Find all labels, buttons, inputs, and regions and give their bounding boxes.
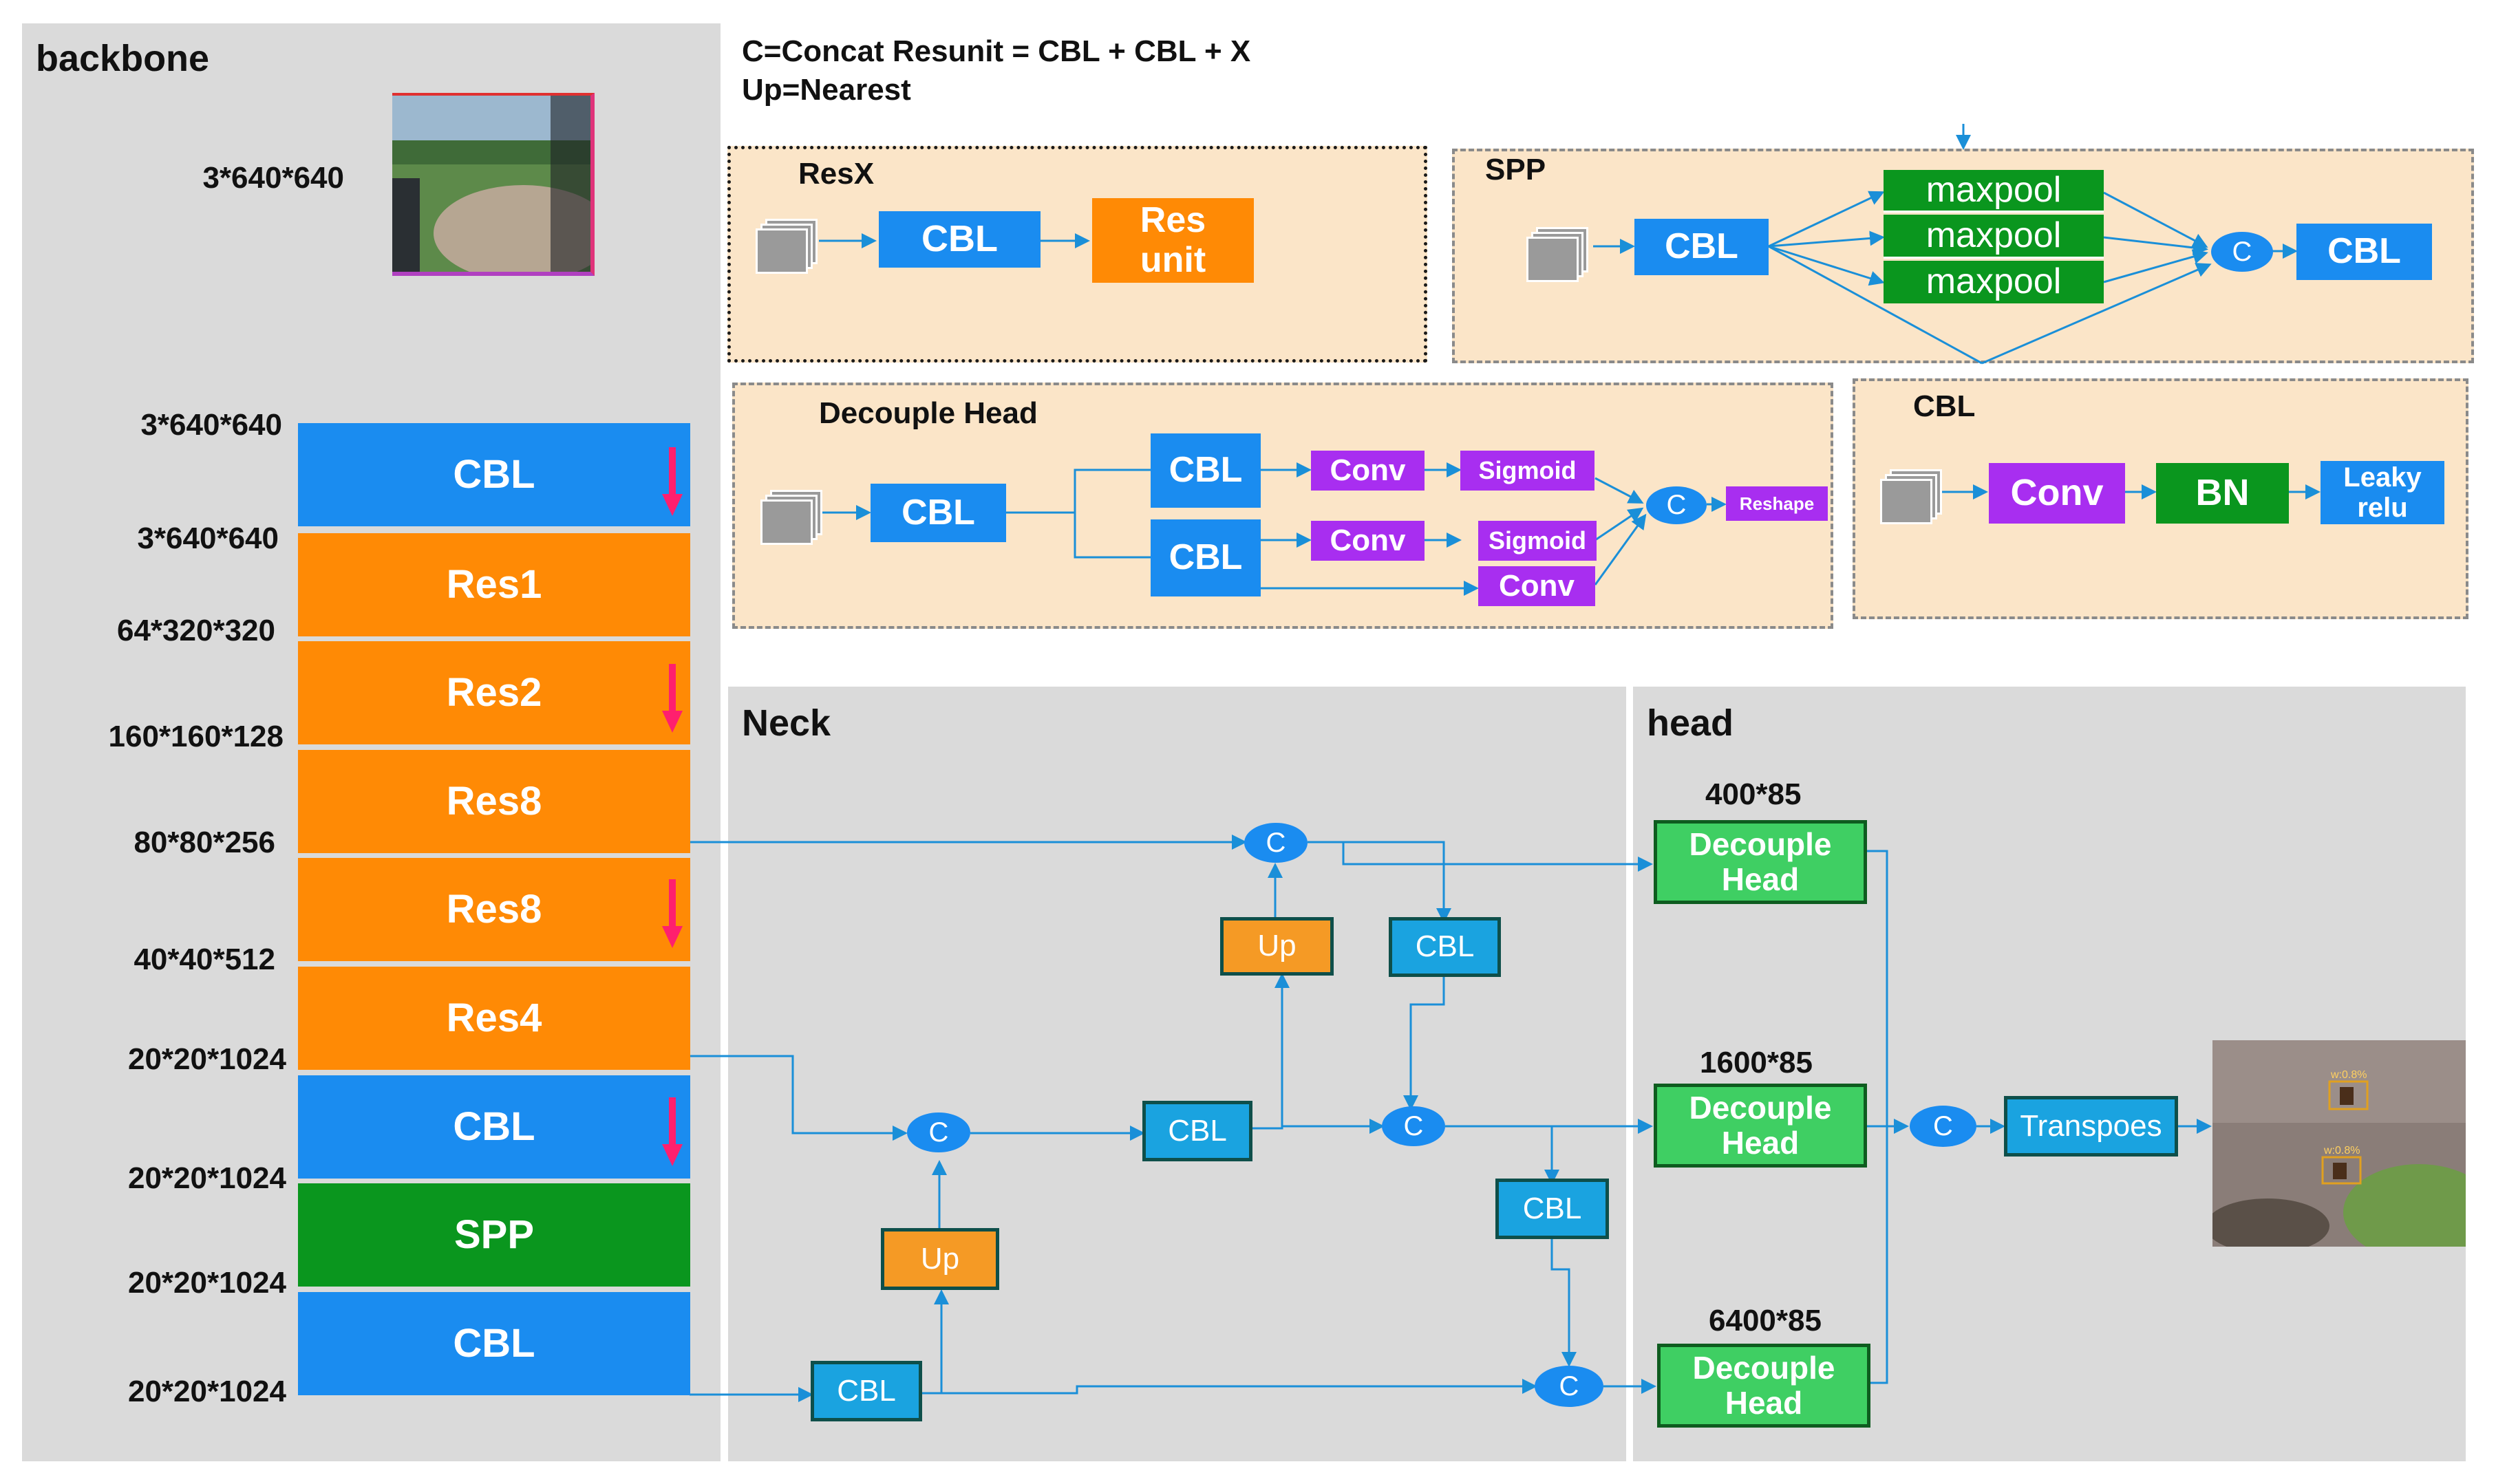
legend-line-2: Up=Nearest: [742, 73, 911, 107]
spp-title: SPP: [1485, 153, 1546, 186]
decouple-sigmoid-b: Sigmoid: [1478, 521, 1597, 561]
backbone-cbl-1: CBL: [298, 423, 690, 526]
output-photo-graphic: [2212, 1040, 2466, 1247]
neck-cbl-bottom: CBL: [811, 1361, 922, 1421]
cbl-def-conv: Conv: [1989, 463, 2125, 524]
transpose-block: Transpoes: [2004, 1096, 2178, 1157]
decouple-conv-b: Conv: [1311, 521, 1425, 561]
decouple-reshape: Reshape: [1726, 486, 1828, 521]
backbone-res8-a: Res8: [298, 750, 690, 853]
neck-cbl-top: CBL: [1389, 917, 1501, 977]
backbone-res4: Res4: [298, 967, 690, 1070]
input-photo-graphic: [392, 96, 590, 272]
head-dim-2: 1600*85: [1700, 1046, 1813, 1079]
decouple-conv-a: Conv: [1311, 451, 1425, 491]
downsample-arrow-icon: [662, 879, 683, 948]
resx-resunit: Res unit: [1092, 198, 1254, 283]
detection-label: w:0.8%: [2324, 1145, 2360, 1157]
dim-label: 40*40*512: [134, 943, 275, 976]
backbone-spp: SPP: [298, 1183, 690, 1287]
dim-label: 3*640*640: [140, 408, 282, 442]
feature-stack-icon: [760, 490, 822, 545]
detection-label: w:0.8%: [2331, 1069, 2367, 1081]
spp-maxpool-3: maxpool: [1884, 261, 2104, 303]
decouple-conv-c: Conv: [1478, 566, 1595, 606]
neck-upsample-top: Up: [1220, 917, 1334, 976]
head-dim-3: 6400*85: [1709, 1304, 1822, 1337]
spp-concat-node: C: [2211, 232, 2273, 272]
neck-cbl-right: CBL: [1495, 1179, 1609, 1239]
downsample-arrow-icon: [662, 1097, 683, 1166]
head-concat-node: C: [1910, 1106, 1976, 1147]
decouple-cbl-a: CBL: [1151, 433, 1261, 508]
decouple-cbl-b: CBL: [1151, 519, 1261, 596]
backbone-title: backbone: [36, 38, 210, 79]
output-detection-image: w:0.8% w:0.8%: [2212, 1040, 2466, 1247]
neck-concat-bottom: C: [1535, 1366, 1603, 1407]
downsample-arrow-icon: [662, 664, 683, 733]
backbone-res2: Res2: [298, 641, 690, 744]
dim-label: 160*160*128: [108, 720, 284, 753]
neck-concat-top: C: [1244, 823, 1308, 863]
spp-maxpool-2: maxpool: [1884, 215, 2104, 259]
decouple-head-3: Decouple Head: [1657, 1344, 1870, 1428]
backbone-cbl-3: CBL: [298, 1292, 690, 1395]
neck-title: Neck: [742, 702, 831, 744]
dim-label: 20*20*1024: [127, 1375, 286, 1408]
neck-concat-mid-right: C: [1382, 1106, 1445, 1146]
cbl-def-bn: BN: [2156, 463, 2289, 524]
neck-upsample-bottom: Up: [881, 1228, 999, 1290]
spp-cbl-out: CBL: [2296, 224, 2432, 280]
head-title: head: [1647, 702, 1734, 744]
decouple-head-1: Decouple Head: [1654, 820, 1867, 904]
dim-label: 80*80*256: [134, 826, 275, 859]
backbone-cbl-2: CBL: [298, 1075, 690, 1179]
feature-stack-icon: [1526, 227, 1588, 282]
decouple-head-title: Decouple Head: [819, 396, 1038, 430]
head-dim-1: 400*85: [1705, 777, 1802, 811]
cbl-def-leaky-relu: Leaky relu: [2321, 461, 2444, 524]
cbl-definition-title: CBL: [1913, 389, 1976, 423]
backbone-res1: Res1: [298, 533, 690, 636]
backbone-res8-b: Res8: [298, 858, 690, 961]
input-dim: 3*640*640: [202, 161, 344, 195]
dim-label: 20*20*1024: [127, 1266, 286, 1300]
resx-cbl: CBL: [879, 211, 1041, 268]
legend-line-1: C=Concat Resunit = CBL + CBL + X: [742, 34, 1251, 68]
neck-concat-mid-left: C: [907, 1112, 970, 1152]
spp-maxpool-1: maxpool: [1884, 170, 2104, 213]
decouple-head-2: Decouple Head: [1654, 1084, 1867, 1168]
downsample-arrow-icon: [662, 447, 683, 516]
decouple-cbl-in: CBL: [871, 484, 1006, 542]
feature-stack-icon: [1880, 469, 1942, 524]
feature-stack-icon: [756, 219, 818, 274]
dim-label: 64*320*320: [116, 614, 275, 647]
dim-label: 20*20*1024: [127, 1161, 286, 1195]
input-image: [392, 93, 595, 276]
neck-panel: [728, 687, 1626, 1461]
spp-cbl-in: CBL: [1634, 219, 1769, 275]
decouple-concat-node: C: [1646, 486, 1707, 524]
dim-label: 3*640*640: [137, 521, 279, 555]
decouple-sigmoid-a: Sigmoid: [1460, 451, 1594, 491]
dim-label: 20*20*1024: [127, 1042, 286, 1076]
resx-frame: [727, 146, 1427, 363]
neck-cbl-mid: CBL: [1142, 1101, 1252, 1161]
resx-title: ResX: [798, 157, 875, 191]
